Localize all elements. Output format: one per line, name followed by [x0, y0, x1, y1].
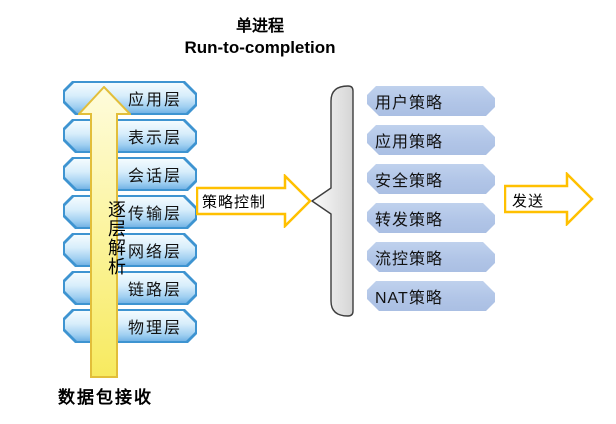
policy-box-flow-control: 流控策略	[365, 240, 497, 274]
policy-label: 流控策略	[367, 242, 495, 272]
policy-box-user: 用户策略	[365, 84, 497, 118]
title-line-chinese: 单进程	[235, 18, 284, 35]
layer-label: 表示层	[65, 121, 195, 151]
layer-label: 链路层	[65, 273, 195, 303]
policy-box-application: 应用策略	[365, 123, 497, 157]
policy-control-label: 策略控制	[202, 194, 267, 211]
layer-box-datalink: 链路层	[63, 271, 197, 305]
policy-label: 用户策略	[367, 86, 495, 116]
grouping-brace-icon	[311, 85, 354, 317]
title-line-english: Run-to-completion	[184, 38, 336, 57]
layer-box-physical: 物理层	[63, 309, 197, 343]
policy-stack: 用户策略 应用策略 安全策略 转发策略 流控策略 NAT策略	[365, 84, 497, 318]
policy-label: 转发策略	[367, 203, 495, 233]
diagram-title: 单进程 Run-to-completion	[130, 15, 390, 57]
send-arrow-icon	[504, 172, 594, 226]
layer-box-transport: 传输层	[63, 195, 197, 229]
packet-receive-caption: 数据包接收	[58, 388, 153, 407]
layer-box-presentation: 表示层	[63, 119, 197, 153]
policy-control-arrow-icon	[196, 174, 312, 228]
upward-parse-arrow-icon	[78, 86, 131, 378]
layer-label: 网络层	[65, 235, 195, 265]
policy-label: NAT策略	[367, 281, 495, 311]
osi-layer-stack: 应用层 表示层 会话层 传输层 网络层 链路层 物理层	[63, 81, 197, 347]
policy-box-nat: NAT策略	[365, 279, 497, 313]
parse-direction-label: 逐层解析	[106, 200, 126, 276]
policy-box-forwarding: 转发策略	[365, 201, 497, 235]
layer-box-session: 会话层	[63, 157, 197, 191]
layer-label: 物理层	[65, 311, 195, 341]
send-label: 发送	[512, 193, 545, 210]
policy-label: 应用策略	[367, 125, 495, 155]
policy-label: 安全策略	[367, 164, 495, 194]
layer-label: 会话层	[65, 159, 195, 189]
layer-label: 传输层	[65, 197, 195, 227]
layer-box-network: 网络层	[63, 233, 197, 267]
policy-box-security: 安全策略	[365, 162, 497, 196]
